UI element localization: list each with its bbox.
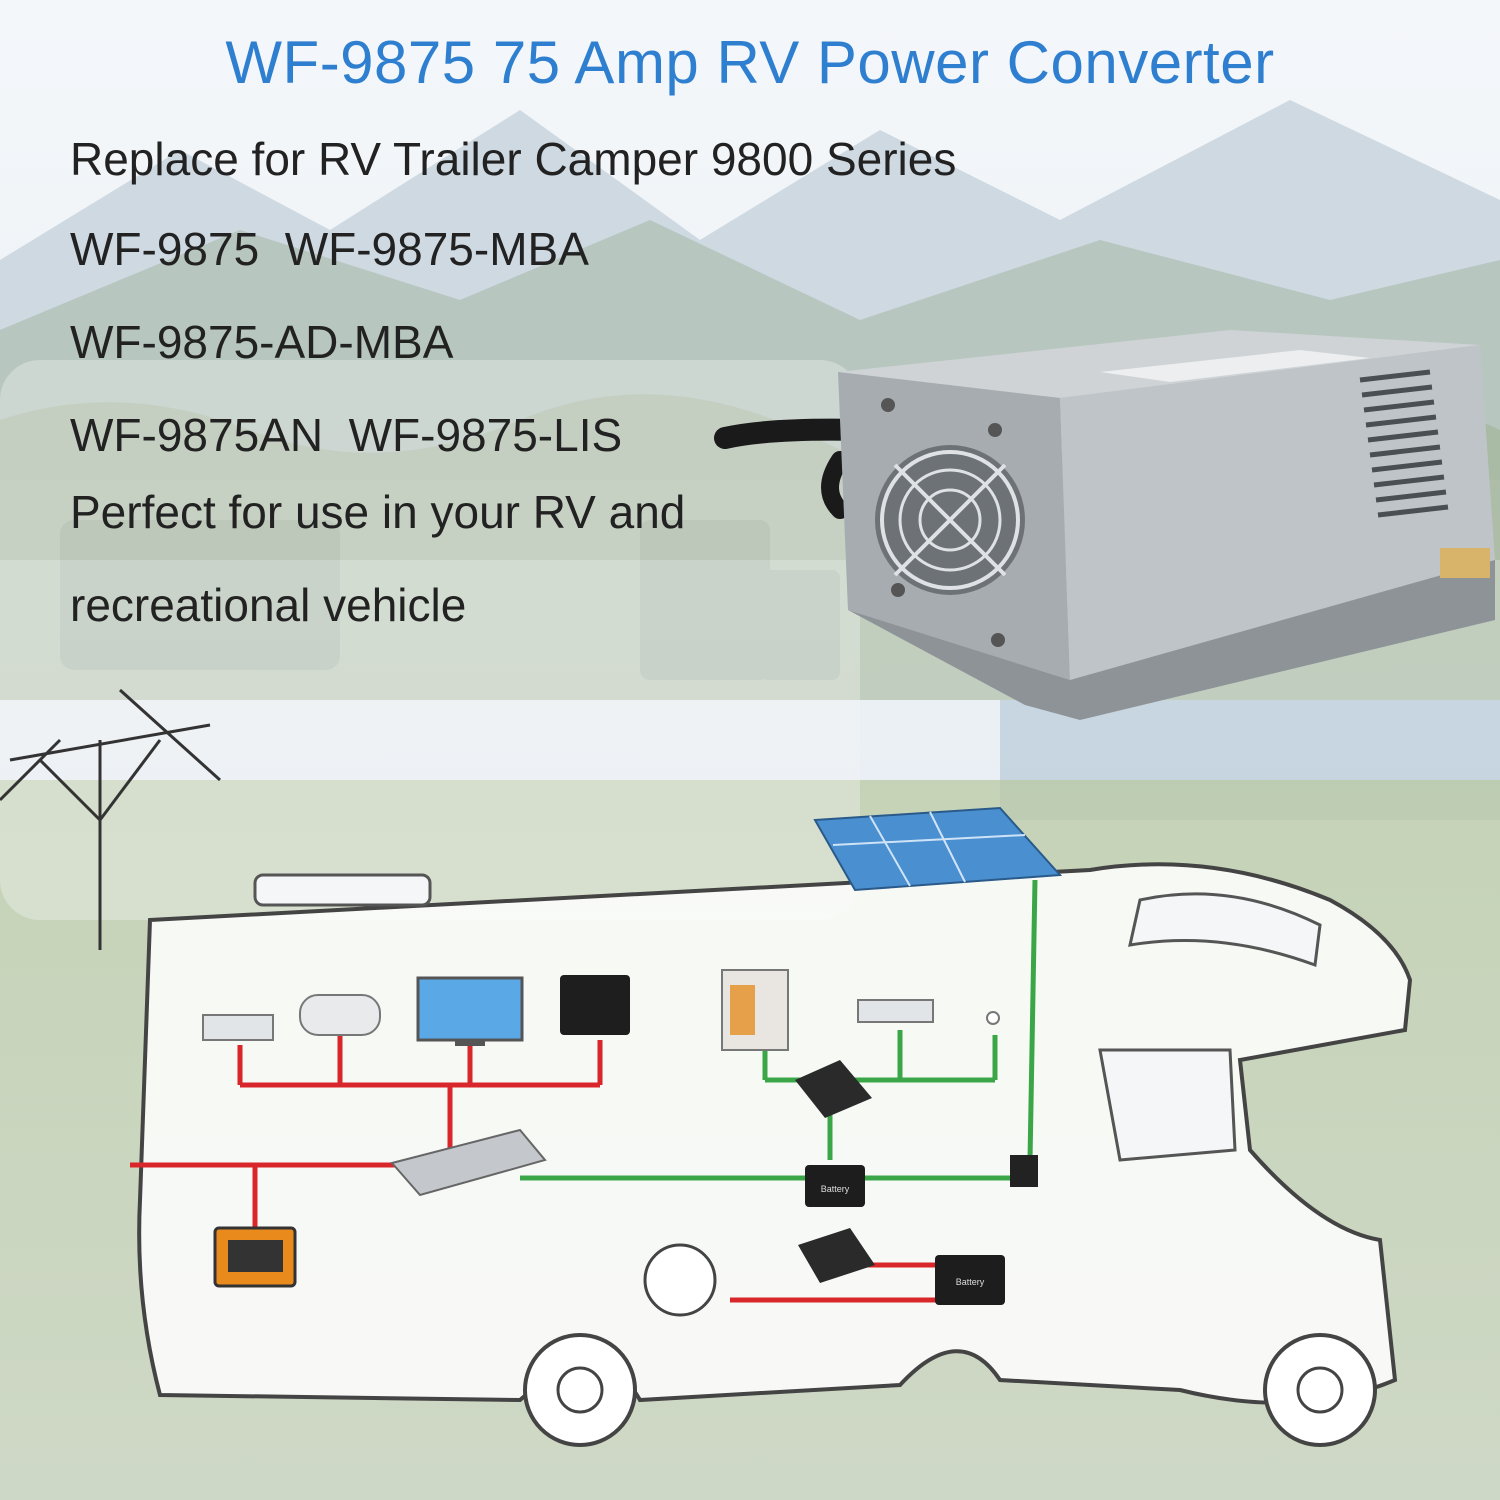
tv-icon: [416, 976, 524, 1046]
outlet-strip-icon: [202, 1014, 274, 1041]
battery-label: Battery: [821, 1184, 850, 1194]
utility-pole-icon: [0, 688, 222, 950]
product-headline: WF-9875 75 Amp RV Power Converter: [225, 29, 1275, 96]
fan-icon: [875, 398, 1025, 647]
inverter-icon: [390, 1128, 547, 1197]
charger-icon: [798, 1228, 875, 1283]
refrigerator-icon: [721, 969, 789, 1051]
usage-line: recreational vehicle: [70, 579, 467, 631]
battery-icon: Battery: [805, 1165, 865, 1207]
solar-panel-icon: [813, 806, 1063, 892]
dc-converter-icon: [795, 1060, 872, 1118]
model-list-line: WF-9875AN WF-9875-LIS: [70, 409, 623, 461]
microwave-icon: [560, 975, 630, 1035]
water-heater-icon: [299, 994, 381, 1036]
model-list-line: WF-9875-AD-MBA: [70, 316, 454, 368]
model-list-line: WF-9875 WF-9875-MBA: [70, 223, 589, 275]
wheel-icon: [523, 1333, 1377, 1447]
usage-line: Perfect for use in your RV and: [70, 486, 686, 538]
dc-outlet-icon: [857, 999, 934, 1023]
battery-label: Battery: [956, 1277, 985, 1287]
battery-icon: Battery: [935, 1255, 1005, 1305]
background-rv: [0, 360, 860, 920]
generator-icon: [213, 1226, 297, 1288]
light-bulb-icon: [986, 1011, 1000, 1025]
solar-controller-icon: [1010, 1155, 1038, 1187]
compatibility-line: Replace for RV Trailer Camper 9800 Serie…: [70, 133, 957, 185]
